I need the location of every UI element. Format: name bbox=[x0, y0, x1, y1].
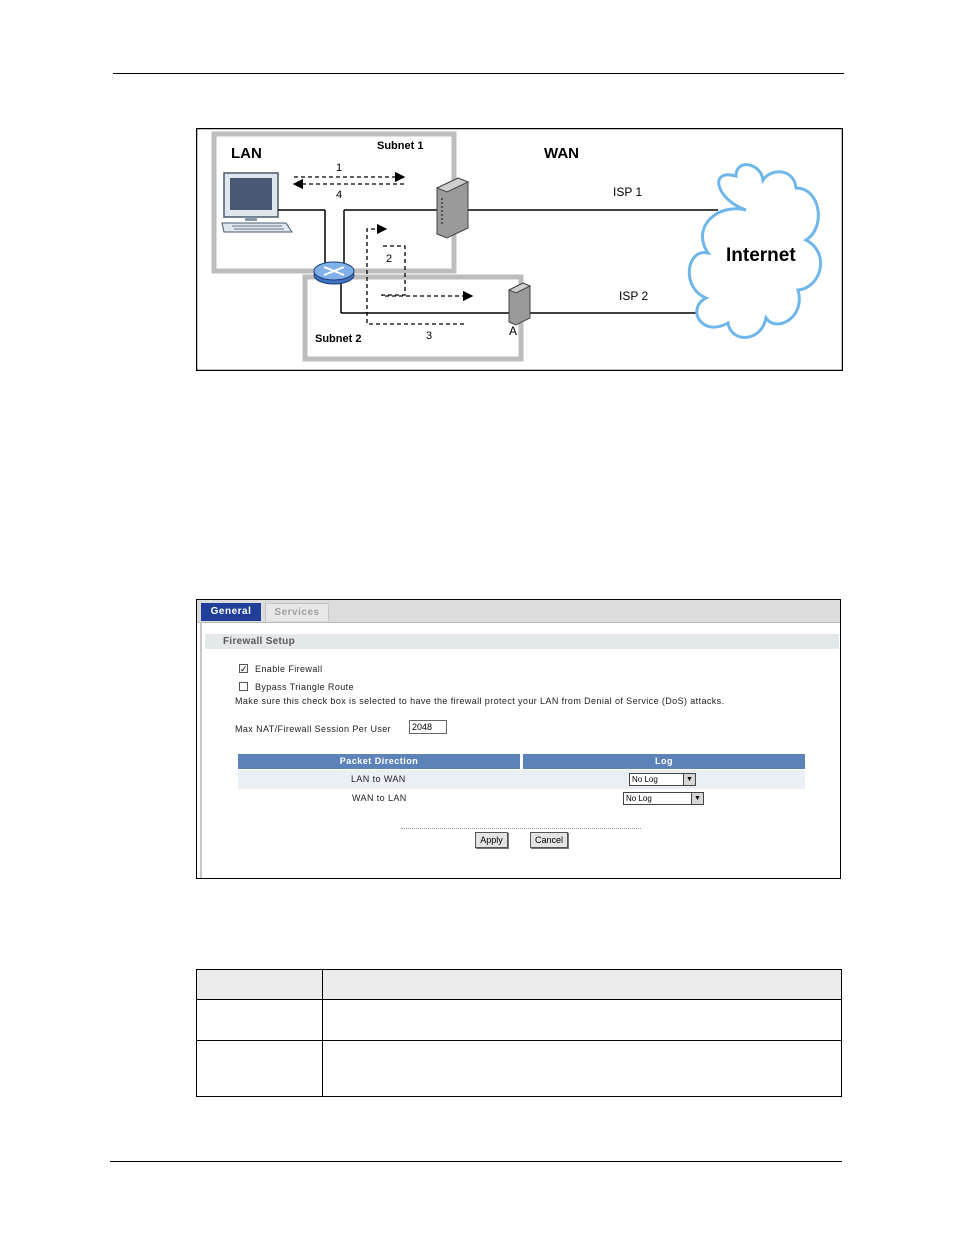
max-session-label: Max NAT/Firewall Session Per User bbox=[235, 724, 392, 734]
cancel-button[interactable]: Cancel bbox=[530, 832, 568, 848]
tab-general[interactable]: General bbox=[201, 603, 261, 621]
log-select[interactable]: No Log ▼ bbox=[629, 773, 696, 786]
direction-cell: WAN to LAN bbox=[352, 793, 407, 803]
log-select-value: No Log bbox=[632, 775, 658, 784]
path-number-1: 1 bbox=[336, 162, 342, 174]
wan-label: WAN bbox=[544, 145, 579, 162]
path-number-2: 2 bbox=[386, 253, 392, 265]
subnet2-label: Subnet 2 bbox=[315, 333, 361, 345]
subnet1-label: Subnet 1 bbox=[377, 140, 423, 152]
direction-cell: LAN to WAN bbox=[351, 774, 406, 784]
table-row: WAN to LAN No Log ▼ bbox=[238, 789, 805, 808]
bypass-triangle-label: Bypass Triangle Route bbox=[255, 682, 354, 692]
gateway-isp1-icon bbox=[435, 177, 470, 239]
column-packet-direction: Packet Direction bbox=[238, 754, 520, 769]
table-header bbox=[197, 970, 841, 1000]
router-a-label: A bbox=[509, 324, 517, 338]
router-icon bbox=[313, 261, 355, 285]
computer-icon bbox=[221, 172, 293, 233]
divider bbox=[401, 828, 641, 829]
internet-label: Internet bbox=[726, 245, 796, 266]
row-divider bbox=[197, 1040, 841, 1041]
table-row: LAN to WAN No Log ▼ bbox=[238, 770, 805, 789]
section-title: Firewall Setup bbox=[205, 634, 839, 649]
triangle-route-diagram: LAN Subnet 1 WAN ISP 1 ISP 2 Internet Su… bbox=[196, 128, 843, 371]
tab-bar: General Services bbox=[197, 600, 840, 623]
log-select[interactable]: No Log ▼ bbox=[623, 792, 704, 805]
path-number-3: 3 bbox=[426, 330, 432, 342]
column-log: Log bbox=[523, 754, 805, 769]
apply-button[interactable]: Apply bbox=[475, 832, 508, 848]
log-select-value: No Log bbox=[626, 794, 652, 803]
left-border bbox=[200, 622, 202, 878]
dropdown-arrow-icon[interactable]: ▼ bbox=[691, 793, 703, 804]
enable-firewall-checkbox[interactable]: ✓ bbox=[239, 664, 248, 674]
max-session-input[interactable]: 2048 bbox=[409, 720, 447, 734]
column-divider bbox=[322, 970, 323, 1096]
gateway-a-icon bbox=[507, 282, 532, 326]
lan-label: LAN bbox=[231, 145, 262, 162]
path-number-4: 4 bbox=[336, 189, 342, 201]
dos-note: Make sure this check box is selected to … bbox=[235, 696, 725, 706]
isp1-label: ISP 1 bbox=[613, 185, 642, 199]
internet-cloud-icon bbox=[687, 163, 823, 339]
enable-firewall-label: Enable Firewall bbox=[255, 664, 323, 674]
isp2-label: ISP 2 bbox=[619, 289, 648, 303]
dropdown-arrow-icon[interactable]: ▼ bbox=[683, 774, 695, 785]
header-rule bbox=[113, 73, 844, 74]
bypass-triangle-checkbox[interactable] bbox=[239, 682, 248, 691]
footer-rule bbox=[110, 1161, 842, 1162]
tab-services[interactable]: Services bbox=[265, 603, 329, 621]
field-description-table bbox=[196, 969, 842, 1097]
firewall-general-screen: General Services Firewall Setup ✓ Enable… bbox=[196, 599, 841, 879]
